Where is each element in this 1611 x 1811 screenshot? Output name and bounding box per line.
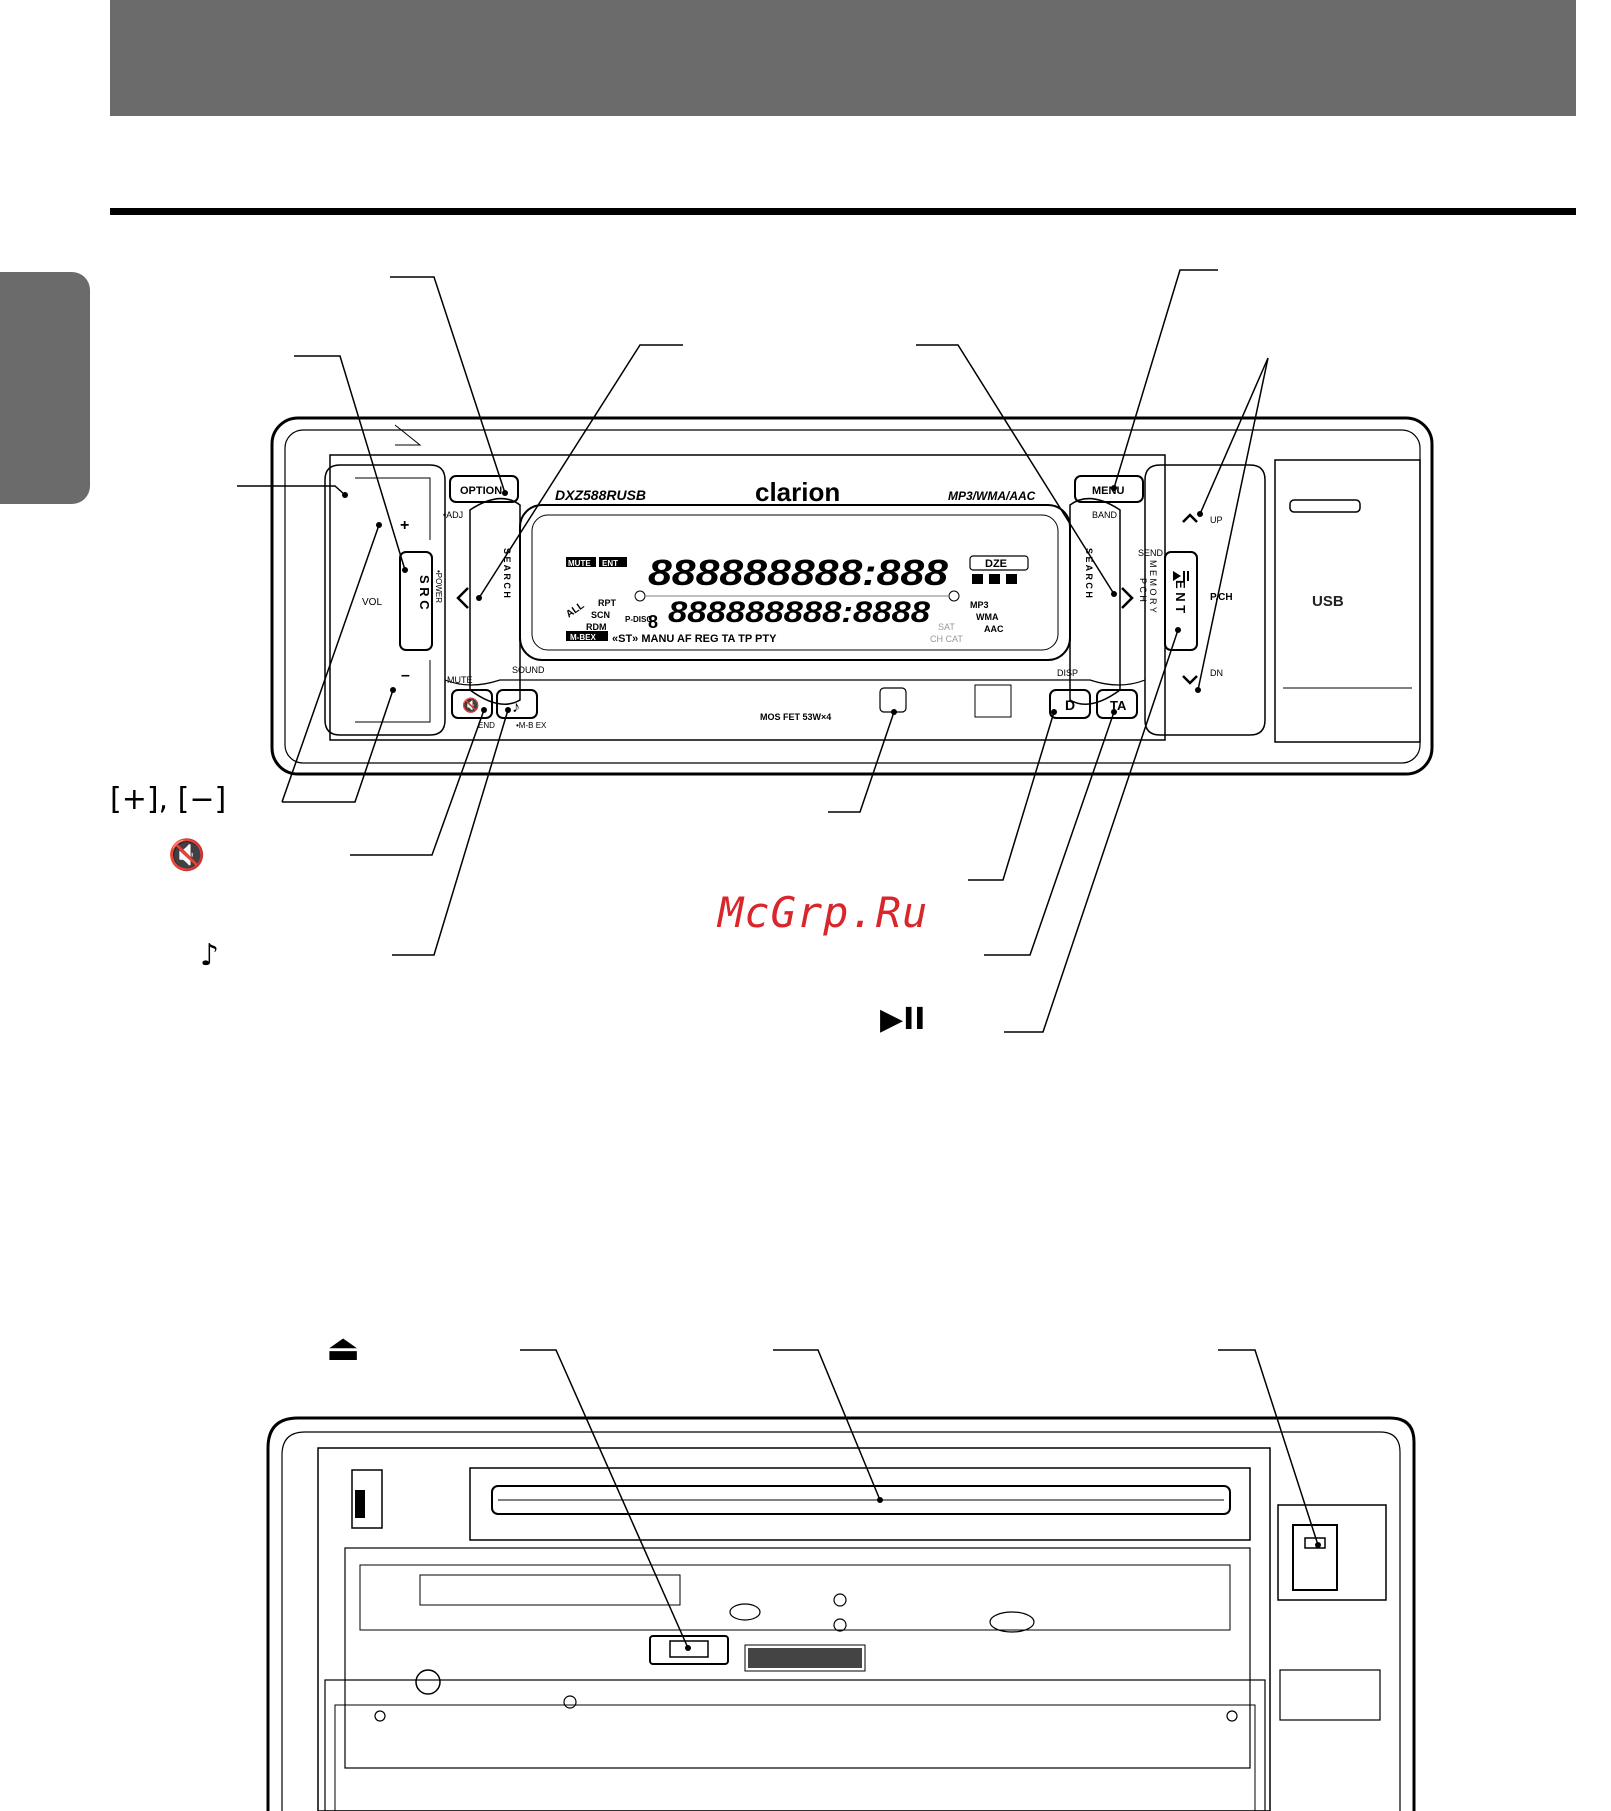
plus-minus-callout: [+], [−] — [110, 782, 227, 817]
sound-label: SOUND — [512, 665, 545, 675]
lcd-line1: 888888888:888 — [648, 552, 948, 593]
search-right-label: S E A R C H — [1084, 548, 1094, 598]
lcd-aac: AAC — [984, 624, 1004, 634]
end-label: END — [478, 721, 495, 730]
internal-view-diagram — [266, 1416, 1416, 1811]
plus-button[interactable]: + — [400, 517, 409, 534]
front-leader-lines — [237, 269, 1269, 1033]
amp-label: MOS FET 53W×4 — [760, 712, 831, 722]
front-panel-diagram — [270, 416, 1434, 776]
front-panel-labels: clarion DXZ588RUSB MP3/WMA/AAC MOS FET 5… — [362, 477, 1344, 730]
sound-button[interactable]: ♪ — [512, 699, 520, 716]
lcd-digit: 8 — [648, 612, 658, 632]
mbex-label: •M-B EX — [516, 721, 547, 730]
lcd-dze: DZE — [985, 558, 1007, 570]
brand-logo: clarion — [755, 477, 840, 507]
option-button[interactable]: OPTION — [460, 485, 502, 497]
play-pause-callout-icon: ▶II — [880, 1002, 926, 1037]
adj-label: •ADJ — [443, 510, 463, 520]
lcd-all: ALL — [564, 600, 586, 620]
model-label: DXZ588RUSB — [555, 487, 646, 503]
header-banner — [110, 0, 1576, 116]
lcd-mute: MUTE — [568, 559, 591, 568]
internal-leader-lines — [520, 1349, 1319, 1649]
lcd-chcat: CH CAT — [930, 634, 963, 644]
lcd-rdm: RDM — [586, 622, 607, 632]
lcd-mp3: MP3 — [970, 600, 989, 610]
leader-dots — [342, 485, 1203, 715]
eject-callout-icon: ⏏ — [326, 1328, 361, 1369]
send-label: SEND — [1138, 548, 1164, 558]
mute-label: MUTE — [447, 675, 473, 685]
disp-label: DISP — [1057, 668, 1078, 678]
memory-label: M E M O R Y — [1148, 560, 1158, 613]
chapter-tab — [0, 272, 90, 504]
power-label: •POWER — [434, 570, 443, 603]
menu-button[interactable]: MENU — [1092, 485, 1124, 497]
lcd-indicators: «ST» MANU AF REG TA TP PTY — [612, 633, 777, 645]
lcd-sat: SAT — [938, 622, 955, 632]
lcd-wma: WMA — [976, 612, 999, 622]
lcd-ent: ENT — [602, 559, 618, 568]
section-rule — [110, 208, 1576, 215]
sound-callout-icon: ♪ — [200, 938, 220, 973]
minus-button[interactable]: – — [401, 667, 410, 684]
search-left-label: S E A R C H — [502, 548, 512, 598]
ent-button[interactable]: E N T — [1173, 580, 1188, 613]
usb-label: USB — [1312, 593, 1344, 610]
src-button[interactable]: S R C — [417, 575, 432, 610]
lcd-scn: SCN — [591, 610, 610, 620]
band-label: BAND — [1092, 510, 1118, 520]
pch-side-label: P C H — [1138, 578, 1148, 602]
dn-label: DN — [1210, 668, 1223, 678]
vol-label: VOL — [362, 597, 382, 608]
watermark: McGrp.Ru — [718, 888, 929, 937]
up-label: UP — [1210, 515, 1223, 525]
lcd-display: MUTE ENT 888888888:888 888888888:8888 AL… — [564, 552, 1029, 645]
mute-button[interactable]: 🔇 — [462, 697, 479, 714]
mute-callout-icon: 🔇 — [168, 838, 206, 873]
lcd-line2: 888888888:8888 — [668, 596, 930, 629]
lcd-mbex: M-BEX — [570, 633, 596, 642]
d-button[interactable]: D — [1065, 697, 1075, 713]
lcd-pdisc: P-DISC — [625, 615, 652, 624]
pch-label: P.CH — [1210, 592, 1233, 603]
lcd-rpt: RPT — [598, 598, 617, 608]
formats-label: MP3/WMA/AAC — [948, 489, 1036, 503]
vent-fill — [355, 1490, 862, 1668]
